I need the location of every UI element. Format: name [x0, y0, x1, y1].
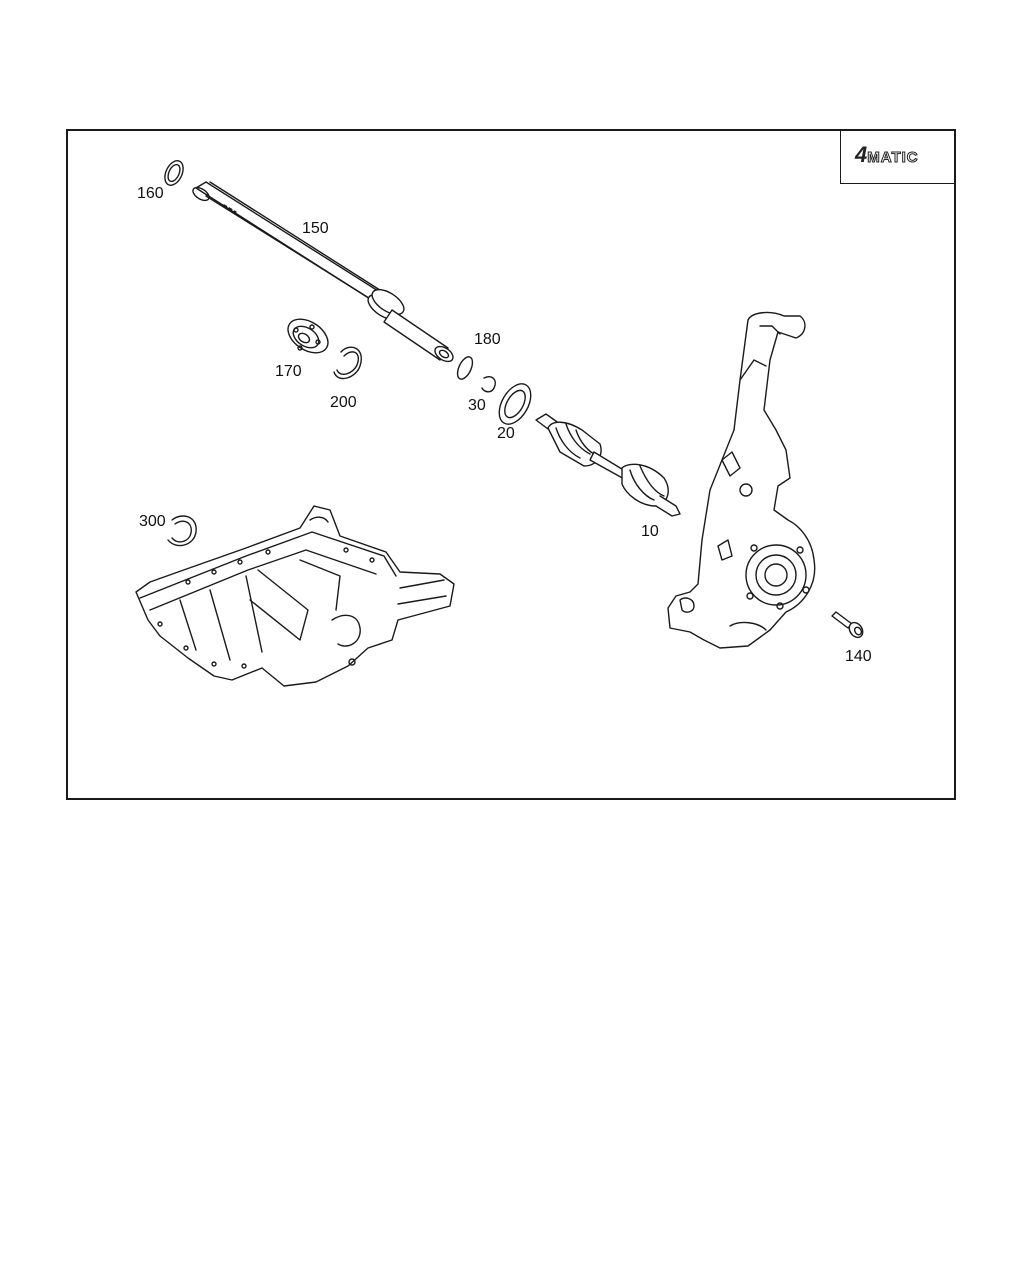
- part-170-bearing: [287, 318, 329, 354]
- part-300-circlip: [167, 515, 197, 547]
- diagram-frame: [66, 129, 956, 800]
- part-200-snap-ring: [333, 346, 362, 380]
- part-20-seal: [498, 383, 532, 425]
- part-140-bolt: [831, 611, 864, 639]
- callout-140: 140: [845, 648, 872, 665]
- callout-180: 180: [474, 331, 501, 348]
- part-30-circlip: [481, 376, 496, 393]
- part-150-intermediate-shaft: [192, 181, 454, 363]
- steering-knuckle: [667, 311, 816, 649]
- callout-200: 200: [330, 394, 357, 411]
- callout-150: 150: [302, 220, 329, 237]
- callout-170: 170: [275, 363, 302, 380]
- callout-160: 160: [137, 185, 164, 202]
- part-10-drive-axle: [535, 413, 681, 517]
- callout-10: 10: [641, 523, 659, 540]
- callout-20: 20: [497, 425, 515, 442]
- part-180-ring: [456, 356, 474, 380]
- oil-pan-housing: [135, 505, 455, 687]
- badge-text: 4MATIC: [855, 142, 919, 168]
- badge-label: MATIC: [867, 149, 919, 167]
- callout-30: 30: [468, 397, 486, 414]
- part-160-seal: [164, 160, 184, 186]
- drive-type-badge: 4MATIC: [840, 129, 956, 184]
- badge-prefix: 4: [855, 142, 868, 167]
- callout-300: 300: [139, 513, 166, 530]
